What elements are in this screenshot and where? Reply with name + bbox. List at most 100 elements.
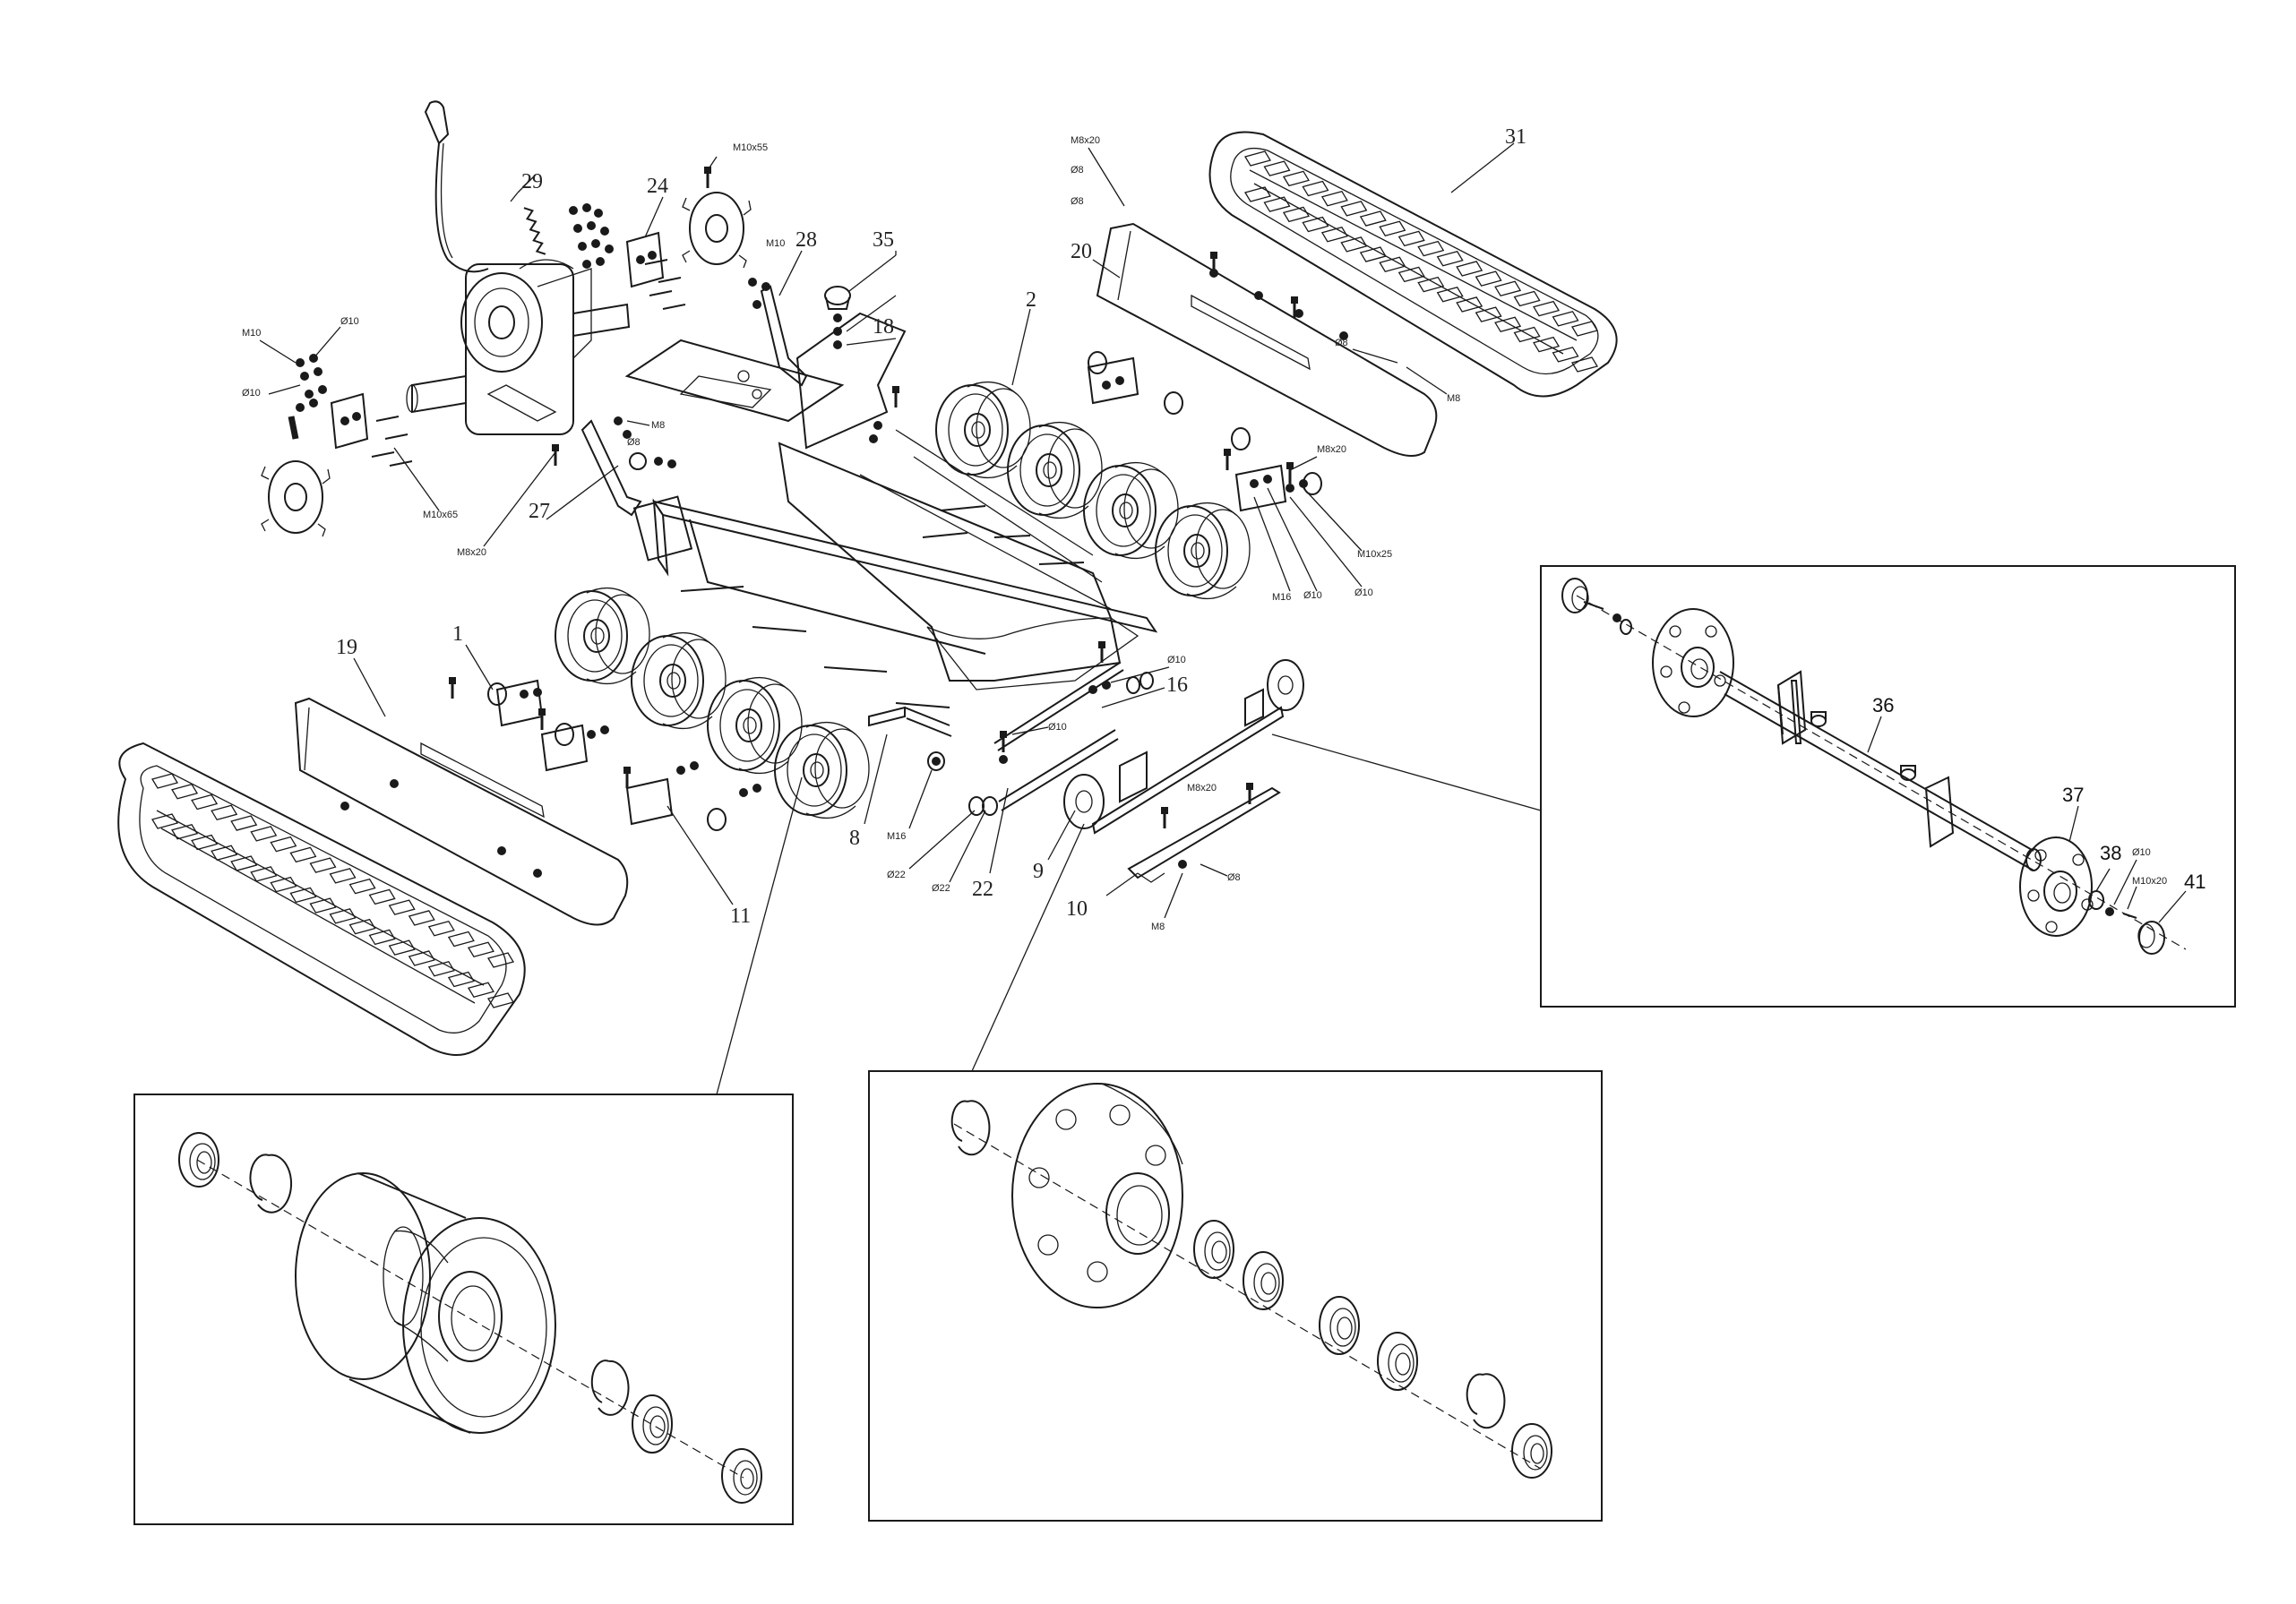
track-tread-link	[1494, 316, 1521, 332]
track-tread-link	[1398, 266, 1425, 283]
callout-1: 1	[452, 622, 463, 646]
track-tread-link	[368, 888, 396, 905]
label-m8-a: M8	[651, 420, 665, 431]
track-tread-link	[1302, 216, 1329, 233]
label-m8x20-c: M8x20	[1317, 444, 1346, 455]
track-tread-link	[408, 950, 435, 966]
label-o8-e: Ø8	[1227, 872, 1241, 883]
detail-box-hub	[868, 1070, 1603, 1522]
track-tread-link	[1533, 300, 1560, 317]
label-o10-a: Ø10	[340, 316, 359, 327]
track-left	[117, 742, 526, 1056]
callout-38: 38	[2100, 842, 2121, 864]
side-plate-19	[294, 697, 629, 926]
track-tread-link	[270, 876, 297, 893]
track-tread-link	[1456, 261, 1483, 277]
track-tread-link	[1263, 160, 1291, 176]
chassis-frame	[624, 312, 1158, 708]
track-tread-link	[348, 878, 376, 895]
track-tread-link	[1513, 290, 1541, 307]
road-wheels-right	[935, 381, 1251, 600]
track-tread-link	[329, 908, 357, 924]
callout-2: 2	[1026, 288, 1036, 312]
track-tread-link	[1494, 280, 1521, 296]
track-tread-link	[389, 939, 416, 956]
track-tread-link	[468, 941, 494, 957]
callout-10: 10	[1066, 897, 1088, 921]
track-tread-link	[230, 855, 257, 871]
track-tread-link	[408, 910, 435, 926]
label-m8-b: M8	[1447, 393, 1460, 404]
track-tread-link	[309, 857, 337, 873]
pin-8	[868, 706, 952, 737]
callout-31: 31	[1505, 125, 1526, 149]
track-tread-link	[1552, 347, 1579, 363]
track-tread-link	[1302, 180, 1329, 197]
track-tread-link	[487, 952, 514, 968]
track-tread-link	[289, 887, 317, 904]
callout-35: 35	[873, 228, 894, 252]
side-plate-20	[1096, 222, 1438, 457]
road-wheels-left	[555, 587, 870, 819]
track-tread-link	[309, 897, 337, 914]
track-tread-link	[211, 804, 237, 820]
callout-8: 8	[849, 827, 860, 850]
detail-box-axle: 36 37 38 Ø10 M10x20 41	[1540, 565, 2236, 1008]
label-m10-a: M10	[766, 238, 785, 249]
track-tread-link	[1437, 287, 1464, 303]
track-tread-link	[448, 931, 475, 948]
track-tread-link	[151, 813, 178, 829]
callout-37: 37	[2062, 784, 2084, 806]
track-tread-link	[1379, 220, 1406, 236]
callout-11: 11	[730, 905, 751, 928]
track-tread-link	[1263, 196, 1291, 212]
callout-19: 19	[336, 636, 357, 659]
gearbox-assembly	[406, 100, 631, 435]
track-tread-link	[1437, 251, 1464, 267]
lever-27	[580, 419, 642, 517]
track-tread-link	[1552, 311, 1579, 327]
label-o10-d: Ø10	[1354, 588, 1373, 598]
label-m10x20: M10x20	[2132, 876, 2167, 887]
track-tread-link	[1456, 296, 1483, 313]
track-tread-link	[151, 773, 178, 789]
callout-28: 28	[795, 228, 817, 252]
callout-16: 16	[1166, 673, 1188, 697]
track-tread-link	[1244, 186, 1271, 202]
track-tread-link	[250, 826, 277, 842]
label-m10x55: M10x55	[733, 142, 768, 153]
fastener-cluster-top	[569, 203, 686, 310]
bracket-left	[330, 392, 369, 450]
track-tread-link	[428, 921, 455, 937]
track-tread-link	[1417, 240, 1444, 257]
track-tread-link	[329, 868, 357, 884]
track-tread-link	[1340, 236, 1368, 253]
track-tread-link	[1360, 210, 1387, 227]
leader-wheel-detail	[716, 776, 803, 1095]
track-tread-link	[1283, 206, 1310, 223]
track-tread-link	[289, 846, 317, 863]
track-tread-link	[171, 784, 198, 800]
track-tread-link	[389, 899, 416, 915]
shaft-22	[968, 662, 1124, 816]
cap-35	[824, 286, 851, 310]
detail-box-road-wheel	[133, 1094, 794, 1525]
callout-18: 18	[873, 315, 894, 339]
track-tread-link	[348, 918, 376, 935]
fastener-cluster-left	[288, 354, 413, 467]
track-tread-link	[230, 815, 257, 831]
track-tread-link	[1244, 150, 1271, 167]
leader-axle-detail	[1271, 733, 1542, 811]
track-tread-link	[270, 836, 297, 853]
axle-stubs	[680, 505, 1085, 708]
track-tread-link	[1475, 270, 1502, 287]
track-tread-link	[1571, 321, 1598, 337]
label-m10x65: M10x65	[423, 510, 458, 520]
track-tread-link	[1475, 306, 1502, 322]
wheel-brackets	[447, 351, 1322, 831]
callouts: 29 24 28 35 18 27 2 20 31 19 1 11	[242, 125, 1526, 932]
track-tread-link	[1321, 227, 1348, 243]
label-m8x20-b: M8x20	[1071, 135, 1100, 146]
track-tread-link	[1340, 201, 1368, 217]
label-m8x20-a: M8x20	[457, 547, 486, 558]
